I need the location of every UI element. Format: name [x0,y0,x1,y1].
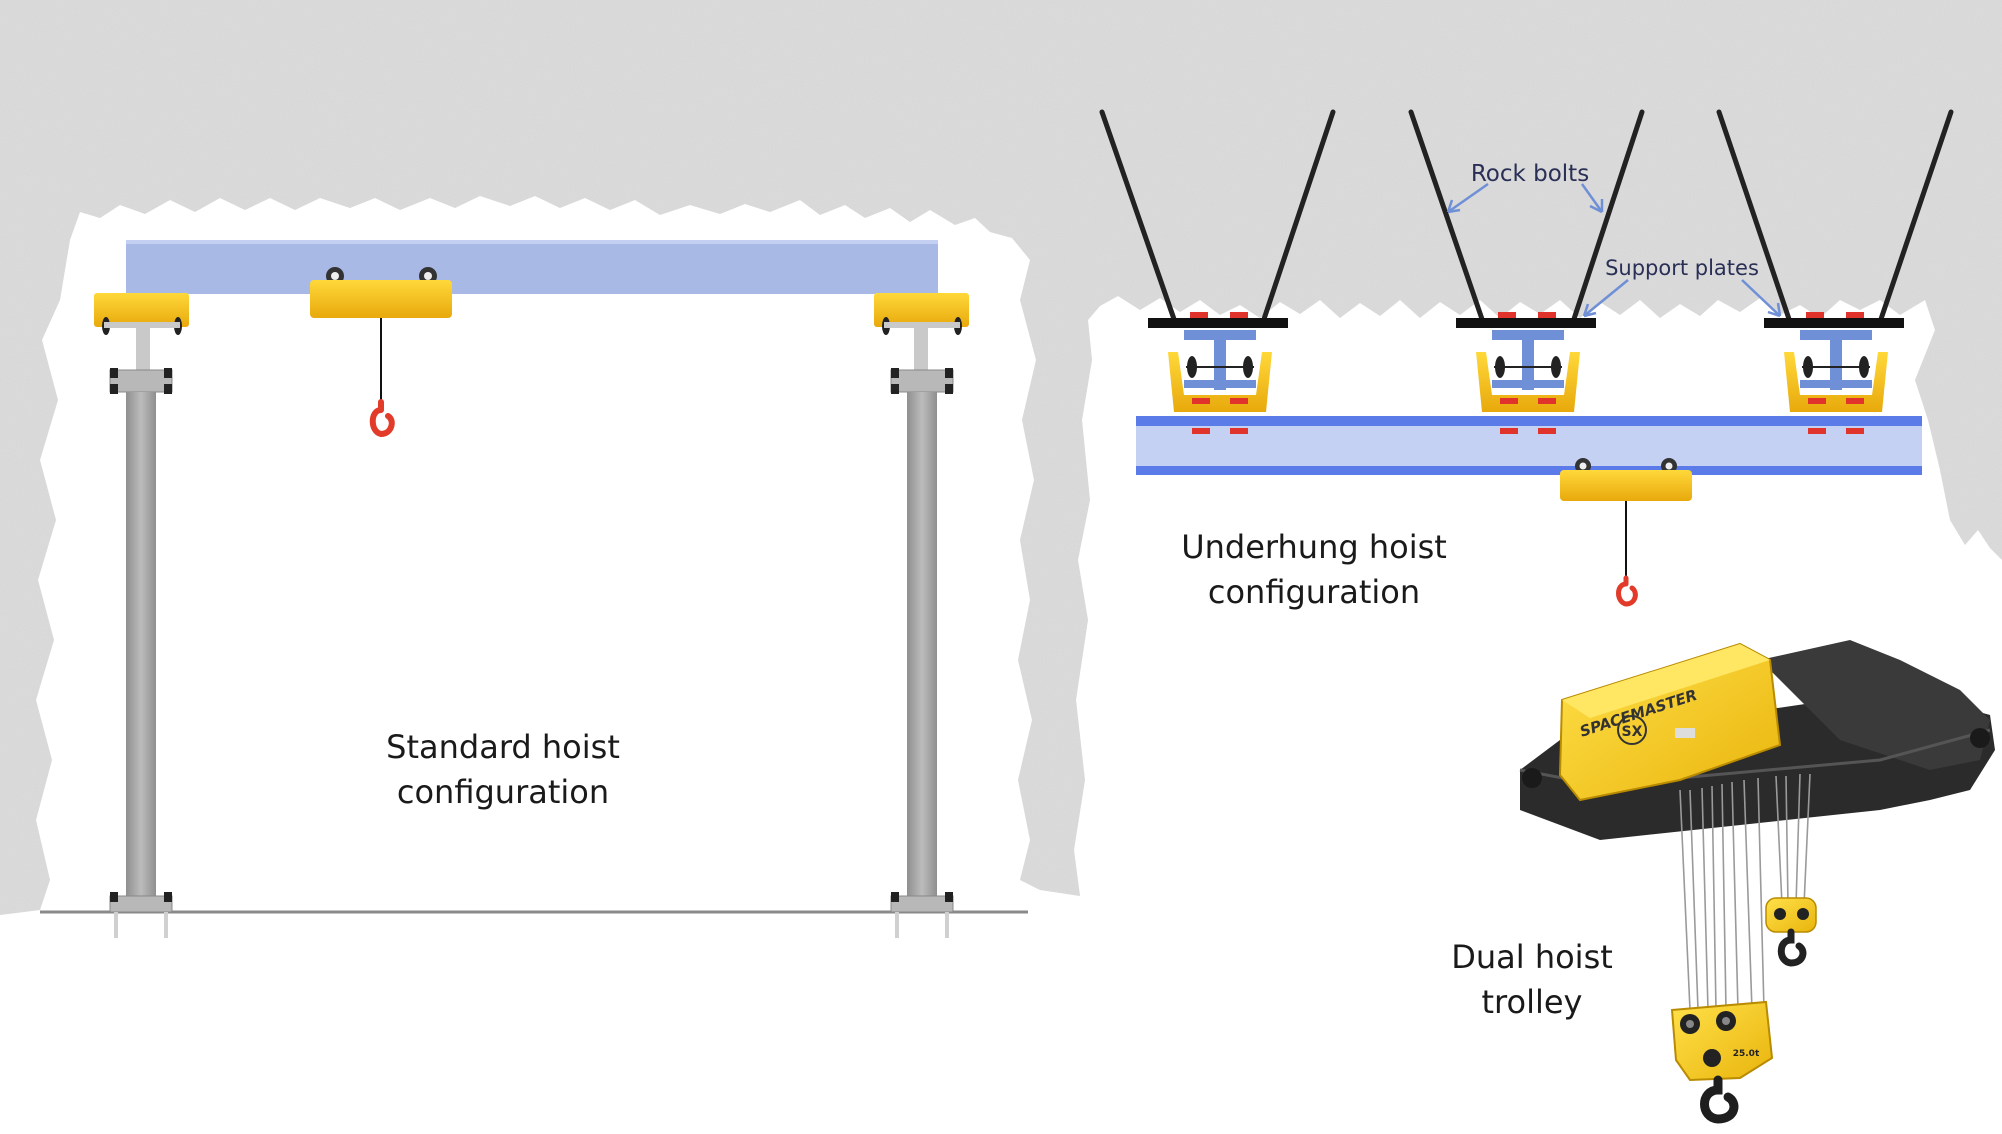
underhung-hoist-trolley [1560,458,1692,607]
rock-bolt-icon [1877,109,1954,325]
support-plate [1456,318,1596,328]
rock-bolt-icon [1260,109,1336,325]
hanger-assembly-1 [1148,312,1288,412]
hook-icon [1700,1075,1739,1124]
support-plates-label: Support plates [1605,256,1759,280]
rock-bolt-icon [1716,109,1793,325]
underhung-label-line2: configuration [1208,573,1420,611]
wheel-icon [1970,728,1990,748]
column-right [890,368,954,938]
wheel-icon [1522,768,1542,788]
underhung-hoist-diagram: Rock bolts Support plates Underhung hois… [1099,109,1954,611]
rock-texture [0,0,2002,915]
support-plate [1764,318,1904,328]
trolley-model-text: SX [1622,724,1643,740]
rock-bolt-icon [1408,109,1486,325]
hook-icon [369,399,395,438]
block-capacity-text: 25.0t [1733,1049,1760,1059]
standard-label-line1: Standard hoist [386,728,620,766]
hanger-assembly-3 [1764,312,1904,412]
rock-bolt-icon [1099,109,1178,325]
rock-bolt-icon [1570,109,1645,325]
small-hook-block [1765,897,1817,967]
column-left [109,368,173,938]
hook-icon [1777,928,1807,967]
underhung-runway-beam [1136,416,1922,475]
standard-label-line2: configuration [397,773,609,811]
rock-bolts-arrows [1446,182,1604,214]
hanger-assembly-2 [1456,312,1596,412]
runway-beam [126,240,938,294]
standard-hoist-trolley [310,267,452,438]
large-hook-block: 25.0t [1670,1000,1774,1124]
hoist-ropes [1679,773,1811,1011]
end-truck-left [94,293,189,371]
dual-label-line1: Dual hoist [1451,938,1613,976]
underhung-label-line1: Underhung hoist [1181,528,1447,566]
support-plates-arrows [1582,279,1782,318]
standard-hoist-diagram: Standard hoist configuration [40,240,1028,938]
dual-hoist-trolley-illustration: SPACEMASTER SX [1451,640,1995,1124]
dual-label-line2: trolley [1482,983,1583,1021]
rock-bolts-label: Rock bolts [1471,161,1589,187]
hook-icon [1616,575,1638,607]
rock-bolts [1099,109,1954,325]
support-plate [1148,318,1288,328]
rock-mass [0,0,2002,915]
end-truck-right [874,293,969,371]
